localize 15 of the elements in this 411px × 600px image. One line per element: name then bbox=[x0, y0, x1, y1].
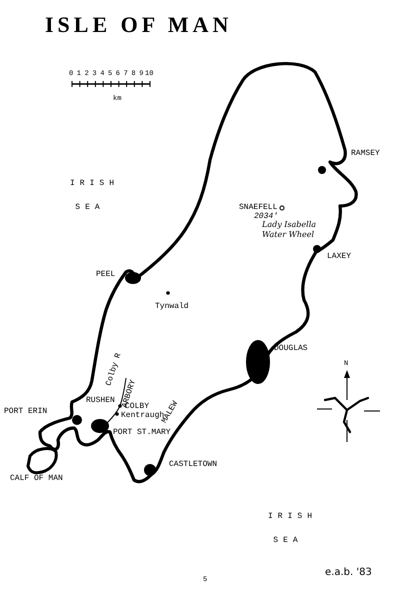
place-name: CALF OF MAN bbox=[10, 474, 63, 483]
elevation-label: 2034' bbox=[254, 212, 278, 221]
place-name: LAXEY bbox=[327, 252, 352, 261]
map-title: ISLE OF MAN bbox=[45, 12, 232, 38]
place-name: PORT ST.MARY bbox=[113, 428, 171, 437]
place-name: CASTLETOWN bbox=[169, 460, 218, 469]
summit-name: SNAEFELL bbox=[239, 203, 278, 212]
place-name: PEEL bbox=[96, 270, 116, 279]
place-name: Tynwald bbox=[155, 302, 189, 311]
landmark-name: Lady Isabella Water Wheel bbox=[262, 220, 318, 240]
river-name: Colby R bbox=[104, 352, 124, 387]
place-name: RAMSEY bbox=[351, 149, 380, 158]
signature: e.a.b. '83 bbox=[325, 568, 372, 577]
place-name: PORT ERIN bbox=[4, 407, 48, 416]
parish-name: RUSHEN bbox=[86, 396, 115, 405]
